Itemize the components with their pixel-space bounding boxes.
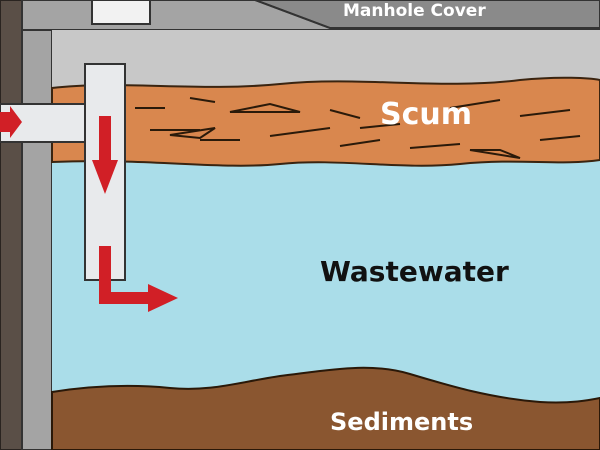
outer-earth-wall bbox=[0, 0, 23, 450]
scum-debris bbox=[135, 97, 581, 159]
sediments-label: Sediments bbox=[330, 408, 474, 436]
flow-arrow-outflow bbox=[99, 246, 178, 312]
scum-label: Scum bbox=[380, 97, 473, 132]
flow-arrow-inlet bbox=[0, 106, 22, 138]
wastewater-label: Wastewater bbox=[320, 255, 509, 288]
sediment-layer bbox=[51, 366, 600, 450]
manhole-cover-label: Manhole Cover bbox=[343, 1, 486, 21]
tank-left-wall bbox=[21, 0, 53, 450]
tank-air-gap bbox=[52, 30, 600, 90]
flow-arrow-down bbox=[92, 116, 118, 194]
inlet-riser-top bbox=[91, 0, 151, 25]
scum-layer bbox=[51, 76, 600, 167]
manhole-cover-edge bbox=[254, 0, 331, 29]
wastewater-layer bbox=[52, 150, 600, 410]
